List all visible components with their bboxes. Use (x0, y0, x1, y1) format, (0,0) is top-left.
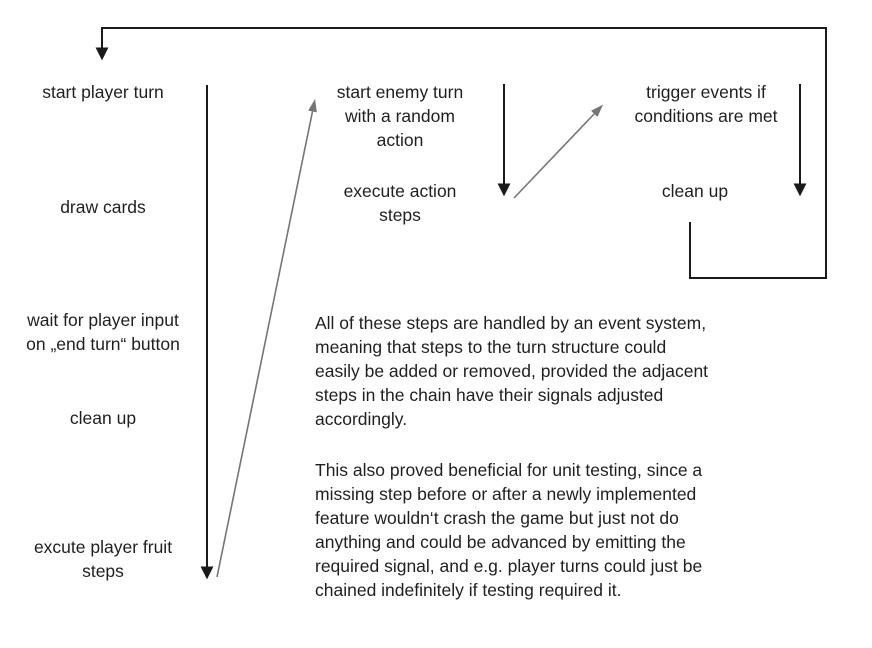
step-trigger-events: trigger events if conditions are met (634, 82, 778, 126)
step-start-enemy-turn: start enemy turn with a random action (336, 82, 464, 150)
loop-connector-arrow (95, 27, 827, 279)
step-player-clean-up: clean up (69, 408, 137, 428)
step-start-player-turn: start player turn (42, 82, 164, 102)
advance-to-events-arrow (513, 104, 604, 199)
step-wait-for-player-input: wait for player input on „end turn“ butt… (26, 310, 180, 354)
chain-to-enemy-turn-arrow (216, 98, 317, 578)
step-execute-action-steps: execute action steps (343, 181, 457, 225)
note-event-system: All of these steps are handled by an eve… (315, 313, 709, 429)
note-unit-testing: This also proved beneficial for unit tes… (315, 460, 703, 600)
step-events-clean-up: clean up (661, 181, 729, 201)
step-execute-player-fruit-steps: excute player fruit steps (33, 537, 173, 581)
step-draw-cards: draw cards (60, 197, 146, 217)
